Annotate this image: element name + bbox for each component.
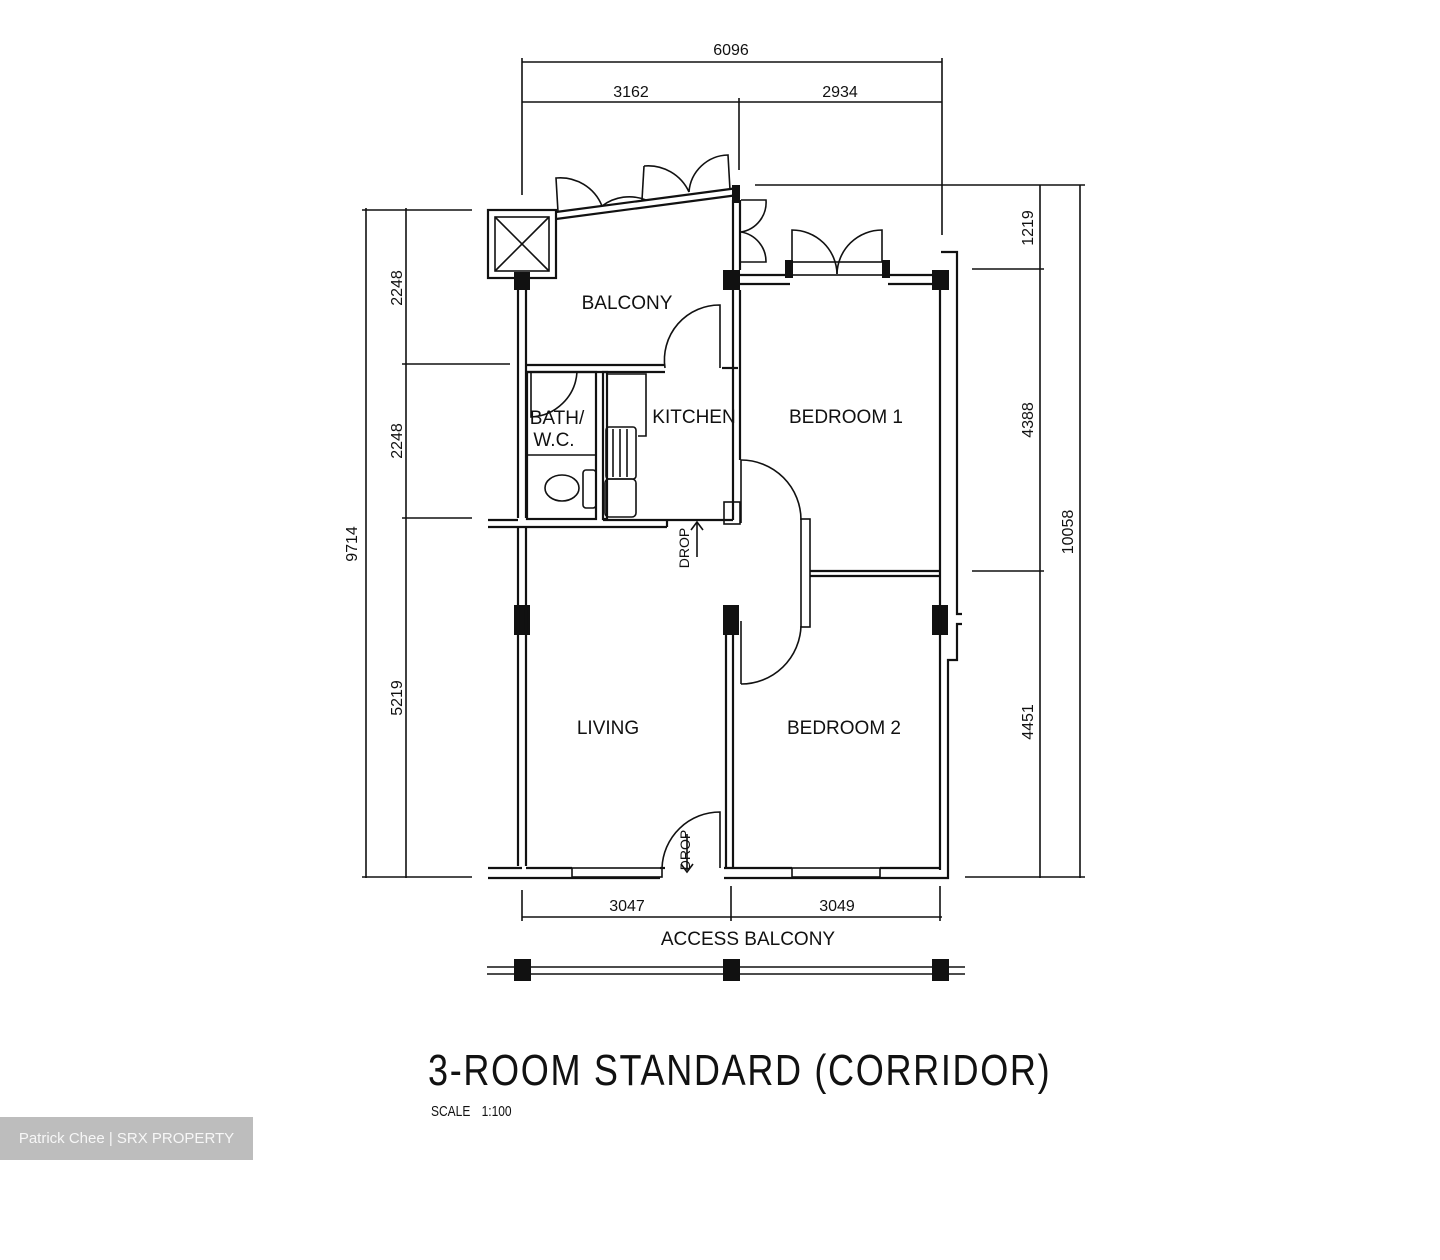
room-label-balcony: BALCONY — [582, 293, 673, 314]
toilet-icon — [544, 474, 580, 502]
watermark-badge: Patrick Chee | SRX PROPERTY — [0, 1117, 253, 1160]
dim-right-total: 10058 — [1060, 510, 1077, 555]
drop-label-entrance: DROP — [677, 830, 693, 870]
scale-label: SCALE — [431, 1103, 471, 1120]
drop-label-kitchen: DROP — [676, 528, 692, 568]
dim-left-bottom: 5219 — [389, 680, 406, 716]
access-balcony-railing — [487, 959, 965, 981]
dim-top-left: 3162 — [613, 84, 649, 101]
dim-right-top: 1219 — [1020, 210, 1037, 246]
dim-top-total: 6096 — [713, 42, 749, 59]
room-label-bath-1: BATH/ — [530, 408, 585, 429]
room-label-living: LIVING — [577, 718, 639, 739]
dim-left-top: 2248 — [389, 270, 406, 306]
plan-title: 3-ROOM STANDARD (CORRIDOR) — [428, 1046, 1052, 1095]
structural-columns — [514, 270, 949, 635]
dim-bottom-right: 3049 — [819, 898, 855, 915]
bath-door-swing-icon — [530, 371, 578, 418]
balcony-folding-doors — [555, 154, 767, 270]
dim-bottom-left: 3047 — [609, 898, 645, 915]
dim-top-right: 2934 — [822, 84, 858, 101]
exterior-walls — [488, 250, 962, 880]
bedroom1-window-doors — [791, 229, 883, 275]
service-shaft-icon — [486, 208, 558, 280]
bath-wc-room — [525, 370, 598, 521]
left-dimensions: 2248 2248 5219 9714 — [344, 208, 510, 878]
sink-icon — [604, 478, 637, 518]
bedroom1-door-swing-icon — [740, 459, 802, 521]
room-label-access-balcony: ACCESS BALCONY — [661, 929, 836, 950]
room-label-kitchen: KITCHEN — [652, 407, 735, 428]
bedroom2-door-swing-icon — [740, 625, 802, 685]
room-label-bedroom2: BEDROOM 2 — [787, 718, 901, 739]
room-label-bedroom1: BEDROOM 1 — [789, 407, 903, 428]
plan-scale: SCALE 1:100 — [431, 1103, 523, 1120]
top-dimensions: 6096 3162 2934 — [521, 42, 943, 235]
drying-rack-icon — [605, 426, 637, 480]
dim-right-bottom: 4451 — [1020, 704, 1037, 740]
bedroom-partitions — [724, 459, 940, 868]
room-labels: BALCONY BATH/ W.C. KITCHEN BEDROOM 1 BED… — [530, 293, 903, 950]
dim-left-total: 9714 — [344, 526, 361, 562]
scale-value: 1:100 — [481, 1103, 512, 1120]
right-dimensions: 1219 4388 4451 10058 — [755, 184, 1085, 878]
bottom-dimensions: 3047 3049 — [521, 886, 942, 921]
dim-left-mid: 2248 — [389, 423, 406, 459]
entrance-door: DROP — [661, 811, 721, 874]
kitchen-drop-marker: DROP — [676, 520, 704, 568]
room-label-bath-2: W.C. — [533, 430, 574, 451]
entrance-door-swing-icon — [661, 811, 721, 869]
dim-right-mid: 4388 — [1020, 402, 1037, 438]
kitchen-fittings — [488, 370, 733, 529]
